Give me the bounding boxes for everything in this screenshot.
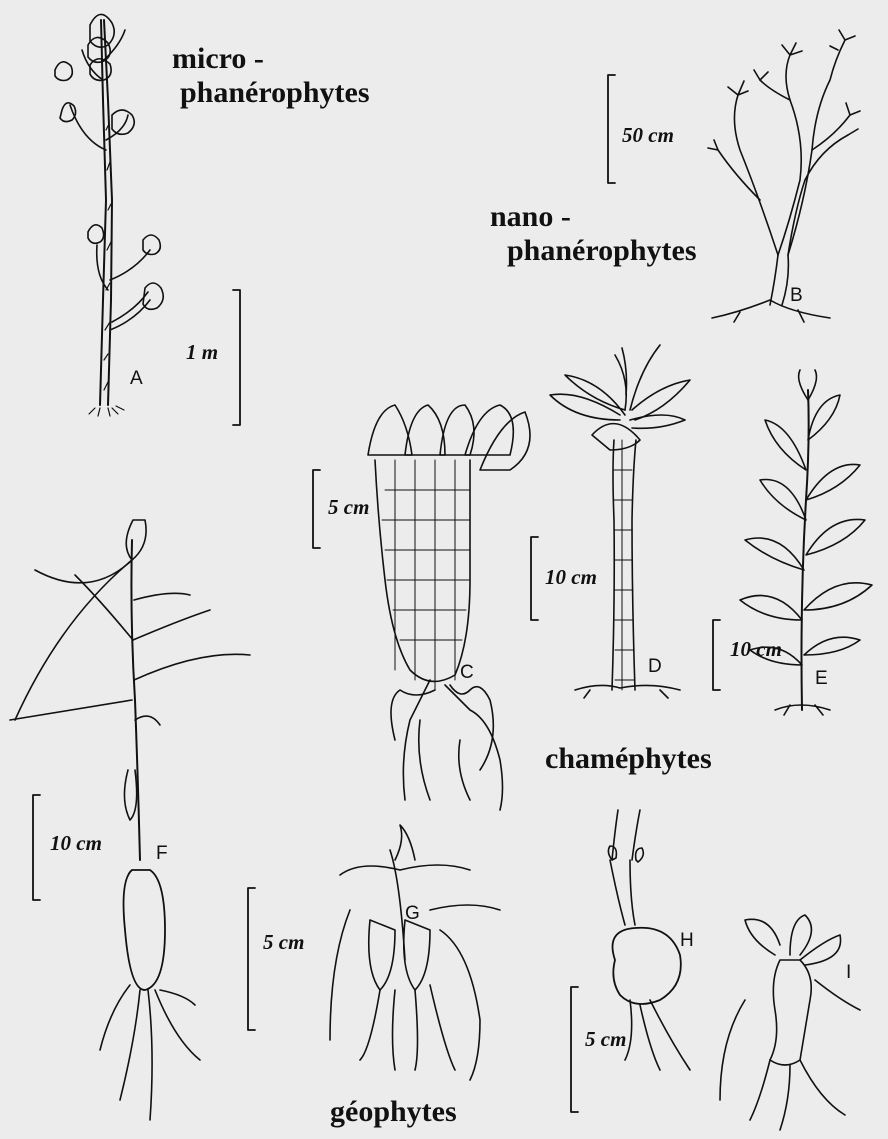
plant-c-drawing: [368, 405, 530, 810]
plant-letter-c: C: [460, 662, 474, 684]
plant-letter-i: I: [846, 962, 851, 984]
label-nano-line2: phanérophytes: [507, 234, 697, 268]
scale-label-f: 10 cm: [50, 831, 102, 856]
plant-f-drawing: [10, 520, 250, 1120]
plant-e-drawing: [740, 370, 872, 715]
label-nano-line1: nano -: [490, 200, 571, 234]
scale-label-h: 5 cm: [585, 1027, 626, 1052]
label-geophytes: géophytes: [330, 1095, 457, 1129]
scale-bar-a: [233, 290, 240, 425]
plant-letter-d: D: [648, 656, 662, 678]
plant-i-drawing: [720, 915, 860, 1130]
plant-d-drawing: [550, 345, 690, 698]
plant-b-drawing: [708, 30, 860, 322]
plant-letter-g: G: [405, 903, 420, 925]
plant-letter-f: F: [156, 843, 168, 865]
label-chamephytes: chaméphytes: [545, 742, 712, 776]
scale-bar-h: [571, 987, 578, 1112]
scale-bar-d: [531, 537, 538, 620]
scale-bar-g: [248, 888, 255, 1030]
scale-label-c: 5 cm: [328, 495, 369, 520]
plant-letter-a: A: [130, 368, 143, 390]
scale-label-e: 10 cm: [730, 637, 782, 662]
scale-label-a: 1 m: [186, 340, 218, 365]
plant-letter-h: H: [680, 930, 694, 952]
scale-bar-f: [33, 795, 40, 900]
plant-a-drawing: [55, 14, 163, 416]
scale-label-d: 10 cm: [545, 565, 597, 590]
scale-bar-e: [713, 620, 720, 690]
plant-letter-e: E: [815, 668, 828, 690]
plant-g-drawing: [330, 825, 500, 1080]
scale-label-b: 50 cm: [622, 123, 674, 148]
scale-bar-b: [608, 75, 615, 183]
scale-bar-c: [313, 470, 320, 548]
plant-letter-b: B: [790, 285, 803, 307]
scale-label-g: 5 cm: [263, 930, 304, 955]
label-micro-line2: phanérophytes: [180, 76, 370, 110]
label-micro-line1: micro -: [172, 42, 264, 76]
